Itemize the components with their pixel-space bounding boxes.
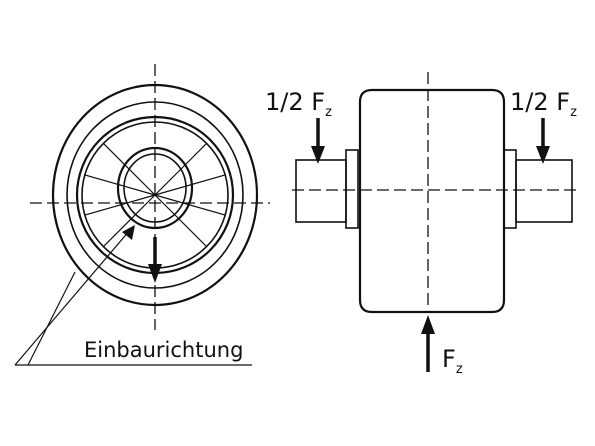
mounting-direction-label: Einbaurichtung xyxy=(84,338,243,362)
right-half-force-arrow-icon xyxy=(536,146,550,164)
radial-force-label: Fz xyxy=(442,345,463,377)
leader-arrow-icon xyxy=(122,225,135,240)
left-collar xyxy=(345,149,359,229)
mounting-direction-leader xyxy=(14,225,252,366)
radial-force-arrow-icon xyxy=(421,315,435,334)
roller-body xyxy=(358,88,506,314)
front-view xyxy=(30,64,270,330)
load-arrow-icon xyxy=(148,264,162,283)
left-half-force-label: 1/2 Fz xyxy=(265,88,332,120)
side-view xyxy=(292,72,580,372)
right-axle-stub xyxy=(515,159,573,223)
right-collar xyxy=(503,149,517,229)
right-half-force-label: 1/2 Fz xyxy=(510,88,577,120)
left-half-force-arrow-icon xyxy=(311,146,325,164)
left-axle-stub xyxy=(295,159,347,223)
